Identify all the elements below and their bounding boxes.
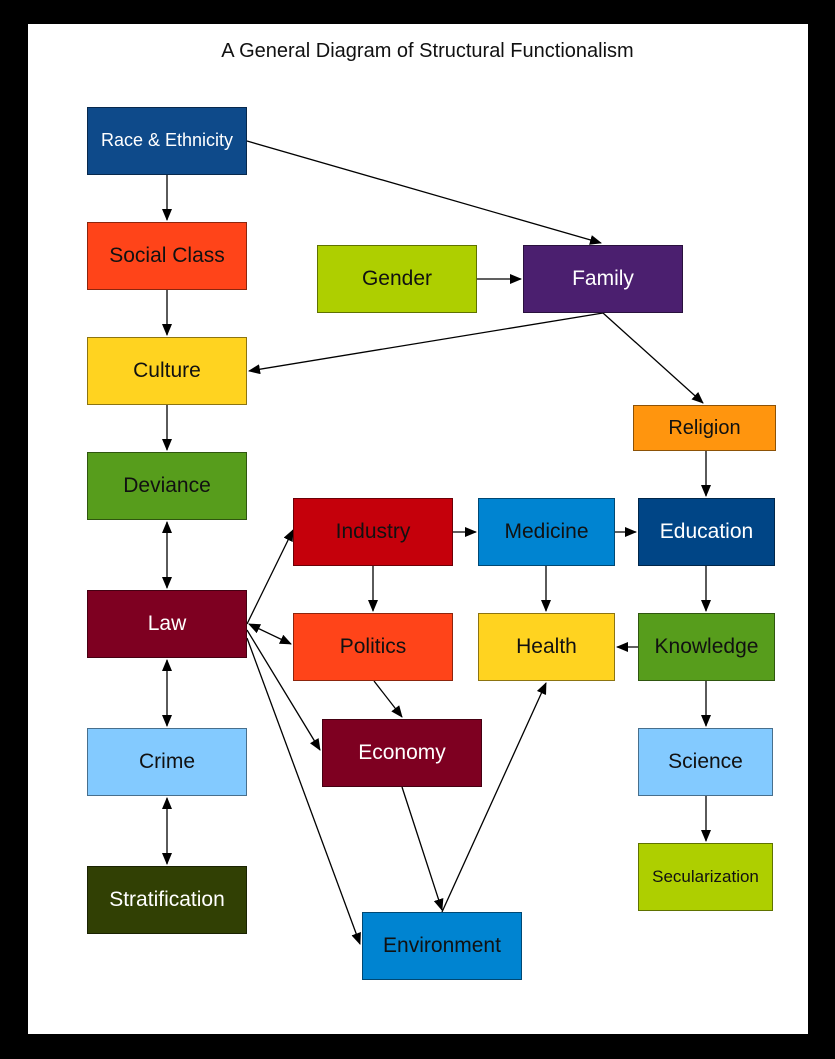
edge-family-to-religion (602, 312, 704, 404)
node-industry[interactable]: Industry (293, 498, 453, 566)
node-deviance[interactable]: Deviance (87, 452, 247, 520)
edge-economy-to-environment (401, 786, 444, 911)
edge-law-to-economy (246, 629, 321, 751)
node-religion[interactable]: Religion (633, 405, 776, 451)
node-secularization[interactable]: Secularization (638, 843, 773, 911)
node-gender[interactable]: Gender (317, 245, 477, 313)
diagram-title: A General Diagram of Structural Function… (221, 40, 634, 62)
node-science[interactable]: Science (638, 728, 773, 796)
node-social-class[interactable]: Social Class (87, 222, 247, 290)
node-economy[interactable]: Economy (322, 719, 482, 787)
node-education[interactable]: Education (638, 498, 775, 566)
edge-law-to-politics (248, 623, 292, 645)
node-crime[interactable]: Crime (87, 728, 247, 796)
node-law[interactable]: Law (87, 590, 247, 658)
node-medicine[interactable]: Medicine (478, 498, 615, 566)
node-stratification[interactable]: Stratification (87, 866, 247, 934)
edge-law-to-environment (246, 637, 361, 945)
edge-race-ethnicity-to-family (246, 140, 602, 245)
node-politics[interactable]: Politics (293, 613, 453, 681)
node-environment[interactable]: Environment (362, 912, 522, 980)
edge-politics-to-economy (373, 680, 403, 718)
node-health[interactable]: Health (478, 613, 615, 681)
node-family[interactable]: Family (523, 245, 683, 313)
edge-family-to-culture (248, 312, 604, 375)
node-culture[interactable]: Culture (87, 337, 247, 405)
edge-environment-to-health (441, 682, 547, 913)
node-knowledge[interactable]: Knowledge (638, 613, 775, 681)
edge-law-to-industry (246, 529, 294, 625)
node-race-ethnicity[interactable]: Race & Ethnicity (87, 107, 247, 175)
